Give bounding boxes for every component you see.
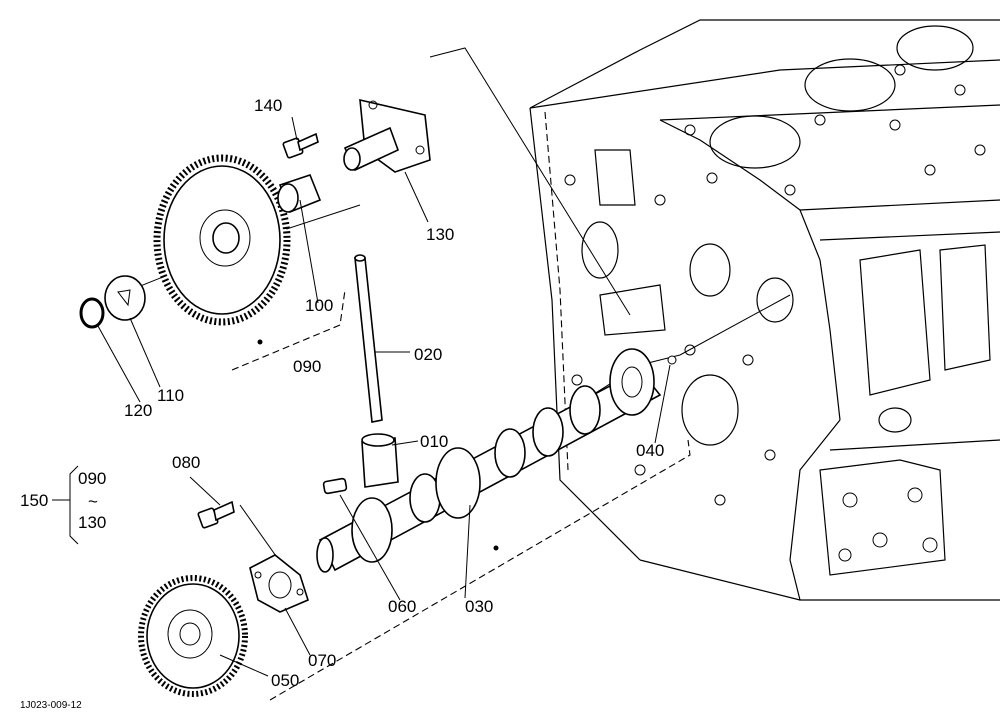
feather-key bbox=[322, 477, 348, 495]
camshaft bbox=[316, 348, 662, 573]
label-120: 120 bbox=[124, 401, 152, 420]
label-100: 100 bbox=[305, 296, 333, 315]
label-010: 010 bbox=[420, 432, 448, 451]
engine-block bbox=[529, 19, 1000, 601]
camshaft-thrust-plate bbox=[249, 554, 309, 613]
label-070: 070 bbox=[308, 651, 336, 670]
tappet bbox=[361, 433, 399, 488]
leader-lines bbox=[97, 116, 671, 677]
label-090: 090 bbox=[293, 357, 321, 376]
push-rod bbox=[354, 254, 383, 423]
bolt-080 bbox=[197, 500, 235, 529]
cam-gear bbox=[138, 575, 248, 697]
label-140: 140 bbox=[254, 96, 282, 115]
range-bracket bbox=[52, 465, 79, 545]
idle-gear-shaft-bracket bbox=[343, 98, 431, 173]
idle-gear-bushing bbox=[277, 174, 322, 214]
figure-code: 1J023-009-12 bbox=[20, 700, 82, 711]
label-030: 030 bbox=[465, 597, 493, 616]
idle-gear bbox=[153, 154, 291, 326]
label-110: 110 bbox=[157, 386, 184, 405]
label-060: 060 bbox=[388, 597, 416, 616]
label-020: 020 bbox=[414, 345, 442, 364]
snap-ring bbox=[79, 297, 105, 329]
thrust-washer bbox=[104, 275, 146, 321]
label-040: 040 bbox=[636, 441, 664, 460]
range-from: 090 bbox=[78, 469, 106, 488]
range-separator: ~ bbox=[88, 492, 98, 511]
range-to: 130 bbox=[78, 513, 106, 532]
label-080: 080 bbox=[172, 453, 200, 472]
label-150: 150 bbox=[20, 491, 48, 510]
label-130: 130 bbox=[426, 225, 454, 244]
label-050: 050 bbox=[271, 671, 299, 690]
bolt-140 bbox=[282, 132, 319, 159]
